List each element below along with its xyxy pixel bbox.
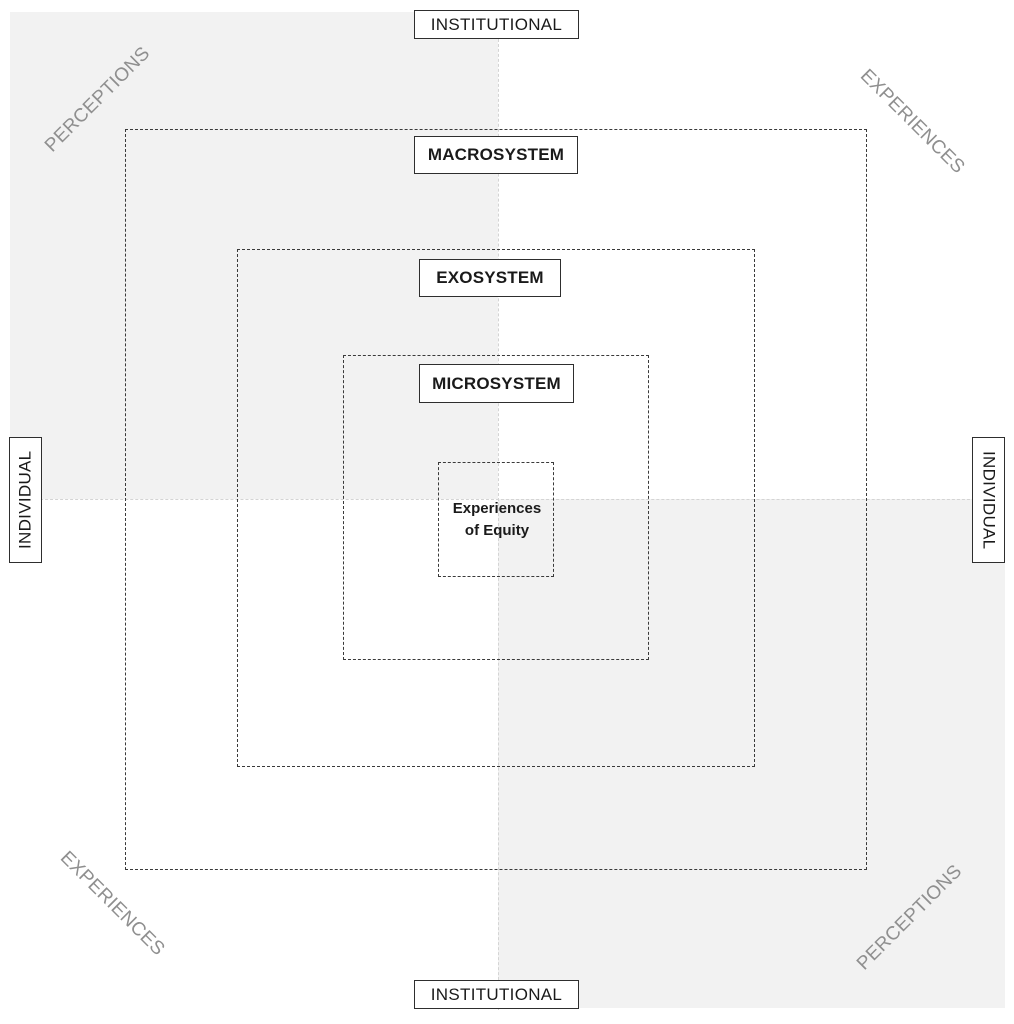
exosystem-label: EXOSYSTEM [419, 259, 561, 297]
center-label-line-1: Experiences [452, 500, 542, 517]
vertical-axis-line [498, 14, 499, 1010]
axis-label-top: INSTITUTIONAL [414, 10, 579, 39]
microsystem-label: MICROSYSTEM [419, 364, 574, 403]
center-label: Experiences of Equity [440, 464, 554, 576]
corner-label-top-right: EXPERIENCES [855, 65, 969, 179]
center-square [438, 462, 554, 577]
exosystem-square [237, 249, 755, 767]
microsystem-square [343, 355, 649, 660]
shaded-quadrant-top-left [10, 12, 498, 499]
macrosystem-label: MACROSYSTEM [414, 136, 578, 174]
shaded-quadrant-bottom-right [498, 499, 1005, 1008]
axis-label-left: INDIVIDUAL [9, 437, 42, 563]
center-label-line-2: of Equity [464, 522, 530, 539]
axis-label-right: INDIVIDUAL [972, 437, 1005, 563]
axis-label-bottom: INSTITUTIONAL [414, 980, 579, 1009]
macrosystem-square [125, 129, 867, 870]
horizontal-axis-line [10, 499, 1005, 500]
